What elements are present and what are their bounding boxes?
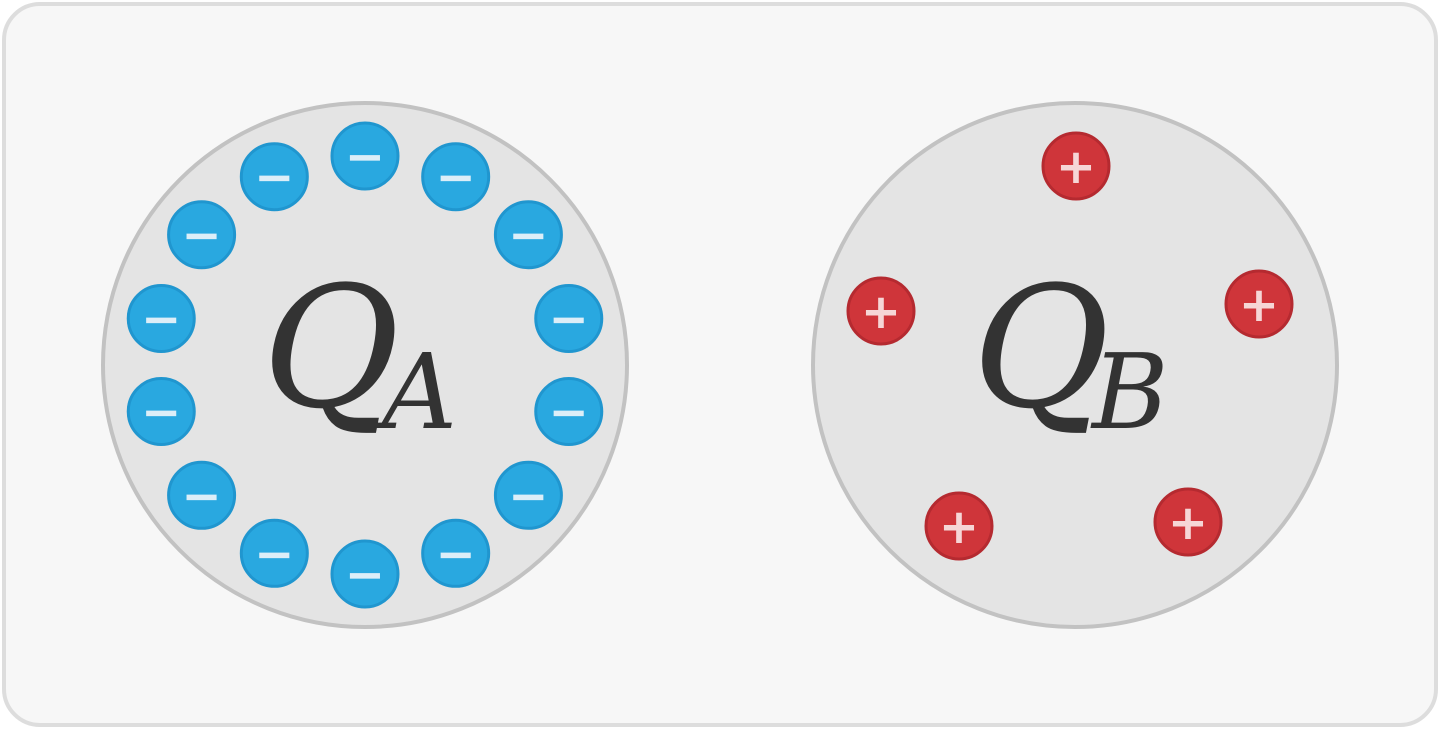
negative-charge-a-13: − bbox=[167, 200, 237, 270]
negative-charge-a-14: − bbox=[239, 142, 309, 212]
plus-sign-icon: + bbox=[1056, 139, 1096, 195]
negative-charge-a-9: − bbox=[239, 518, 309, 588]
plus-sign-icon: + bbox=[861, 284, 901, 340]
minus-sign-icon: − bbox=[254, 150, 294, 206]
sphere-b: + + + + + Q B bbox=[811, 101, 1339, 629]
sphere-b-label-main: Q bbox=[972, 250, 1110, 446]
sphere-b-label-sub: B bbox=[1090, 331, 1168, 453]
minus-sign-icon: − bbox=[141, 385, 181, 441]
sphere-a-label-sub: A bbox=[374, 331, 457, 453]
positive-charge-b-3: + bbox=[1153, 487, 1223, 557]
minus-sign-icon: − bbox=[549, 385, 589, 441]
positive-charge-b-5: + bbox=[846, 276, 916, 346]
minus-sign-icon: − bbox=[508, 208, 548, 264]
negative-charge-a-3: − bbox=[493, 200, 563, 270]
negative-charge-a-1: − bbox=[330, 121, 400, 191]
sphere-a-label-main: Q bbox=[262, 250, 400, 446]
minus-sign-icon: − bbox=[436, 526, 476, 582]
positive-charge-b-4: + bbox=[924, 491, 994, 561]
negative-charge-a-4: − bbox=[534, 283, 604, 353]
minus-sign-icon: − bbox=[181, 208, 221, 264]
negative-charge-a-5: − bbox=[534, 377, 604, 447]
plus-sign-icon: + bbox=[1239, 277, 1279, 333]
minus-sign-icon: − bbox=[181, 468, 221, 524]
sphere-a-charges: −−−−−−−−−−−−−− bbox=[126, 121, 604, 609]
sphere-b-charges: + + + + + bbox=[846, 131, 1294, 561]
negative-charge-a-11: − bbox=[126, 377, 196, 447]
minus-sign-icon: − bbox=[141, 291, 181, 347]
negative-charge-a-6: − bbox=[493, 460, 563, 530]
positive-charge-b-1: + bbox=[1041, 131, 1111, 201]
plus-sign-icon: + bbox=[1168, 495, 1208, 551]
minus-sign-icon: − bbox=[345, 129, 385, 185]
minus-sign-icon: − bbox=[436, 150, 476, 206]
minus-sign-icon: − bbox=[549, 291, 589, 347]
negative-charge-a-10: − bbox=[167, 460, 237, 530]
minus-sign-icon: − bbox=[508, 468, 548, 524]
positive-charge-b-2: + bbox=[1224, 269, 1294, 339]
negative-charge-a-2: − bbox=[421, 142, 491, 212]
sphere-a: −−−−−−−−−−−−−− Q A bbox=[101, 101, 629, 629]
plus-sign-icon: + bbox=[939, 499, 979, 555]
negative-charge-a-7: − bbox=[421, 518, 491, 588]
negative-charge-a-8: − bbox=[330, 539, 400, 609]
minus-sign-icon: − bbox=[254, 526, 294, 582]
minus-sign-icon: − bbox=[345, 547, 385, 603]
negative-charge-a-12: − bbox=[126, 283, 196, 353]
